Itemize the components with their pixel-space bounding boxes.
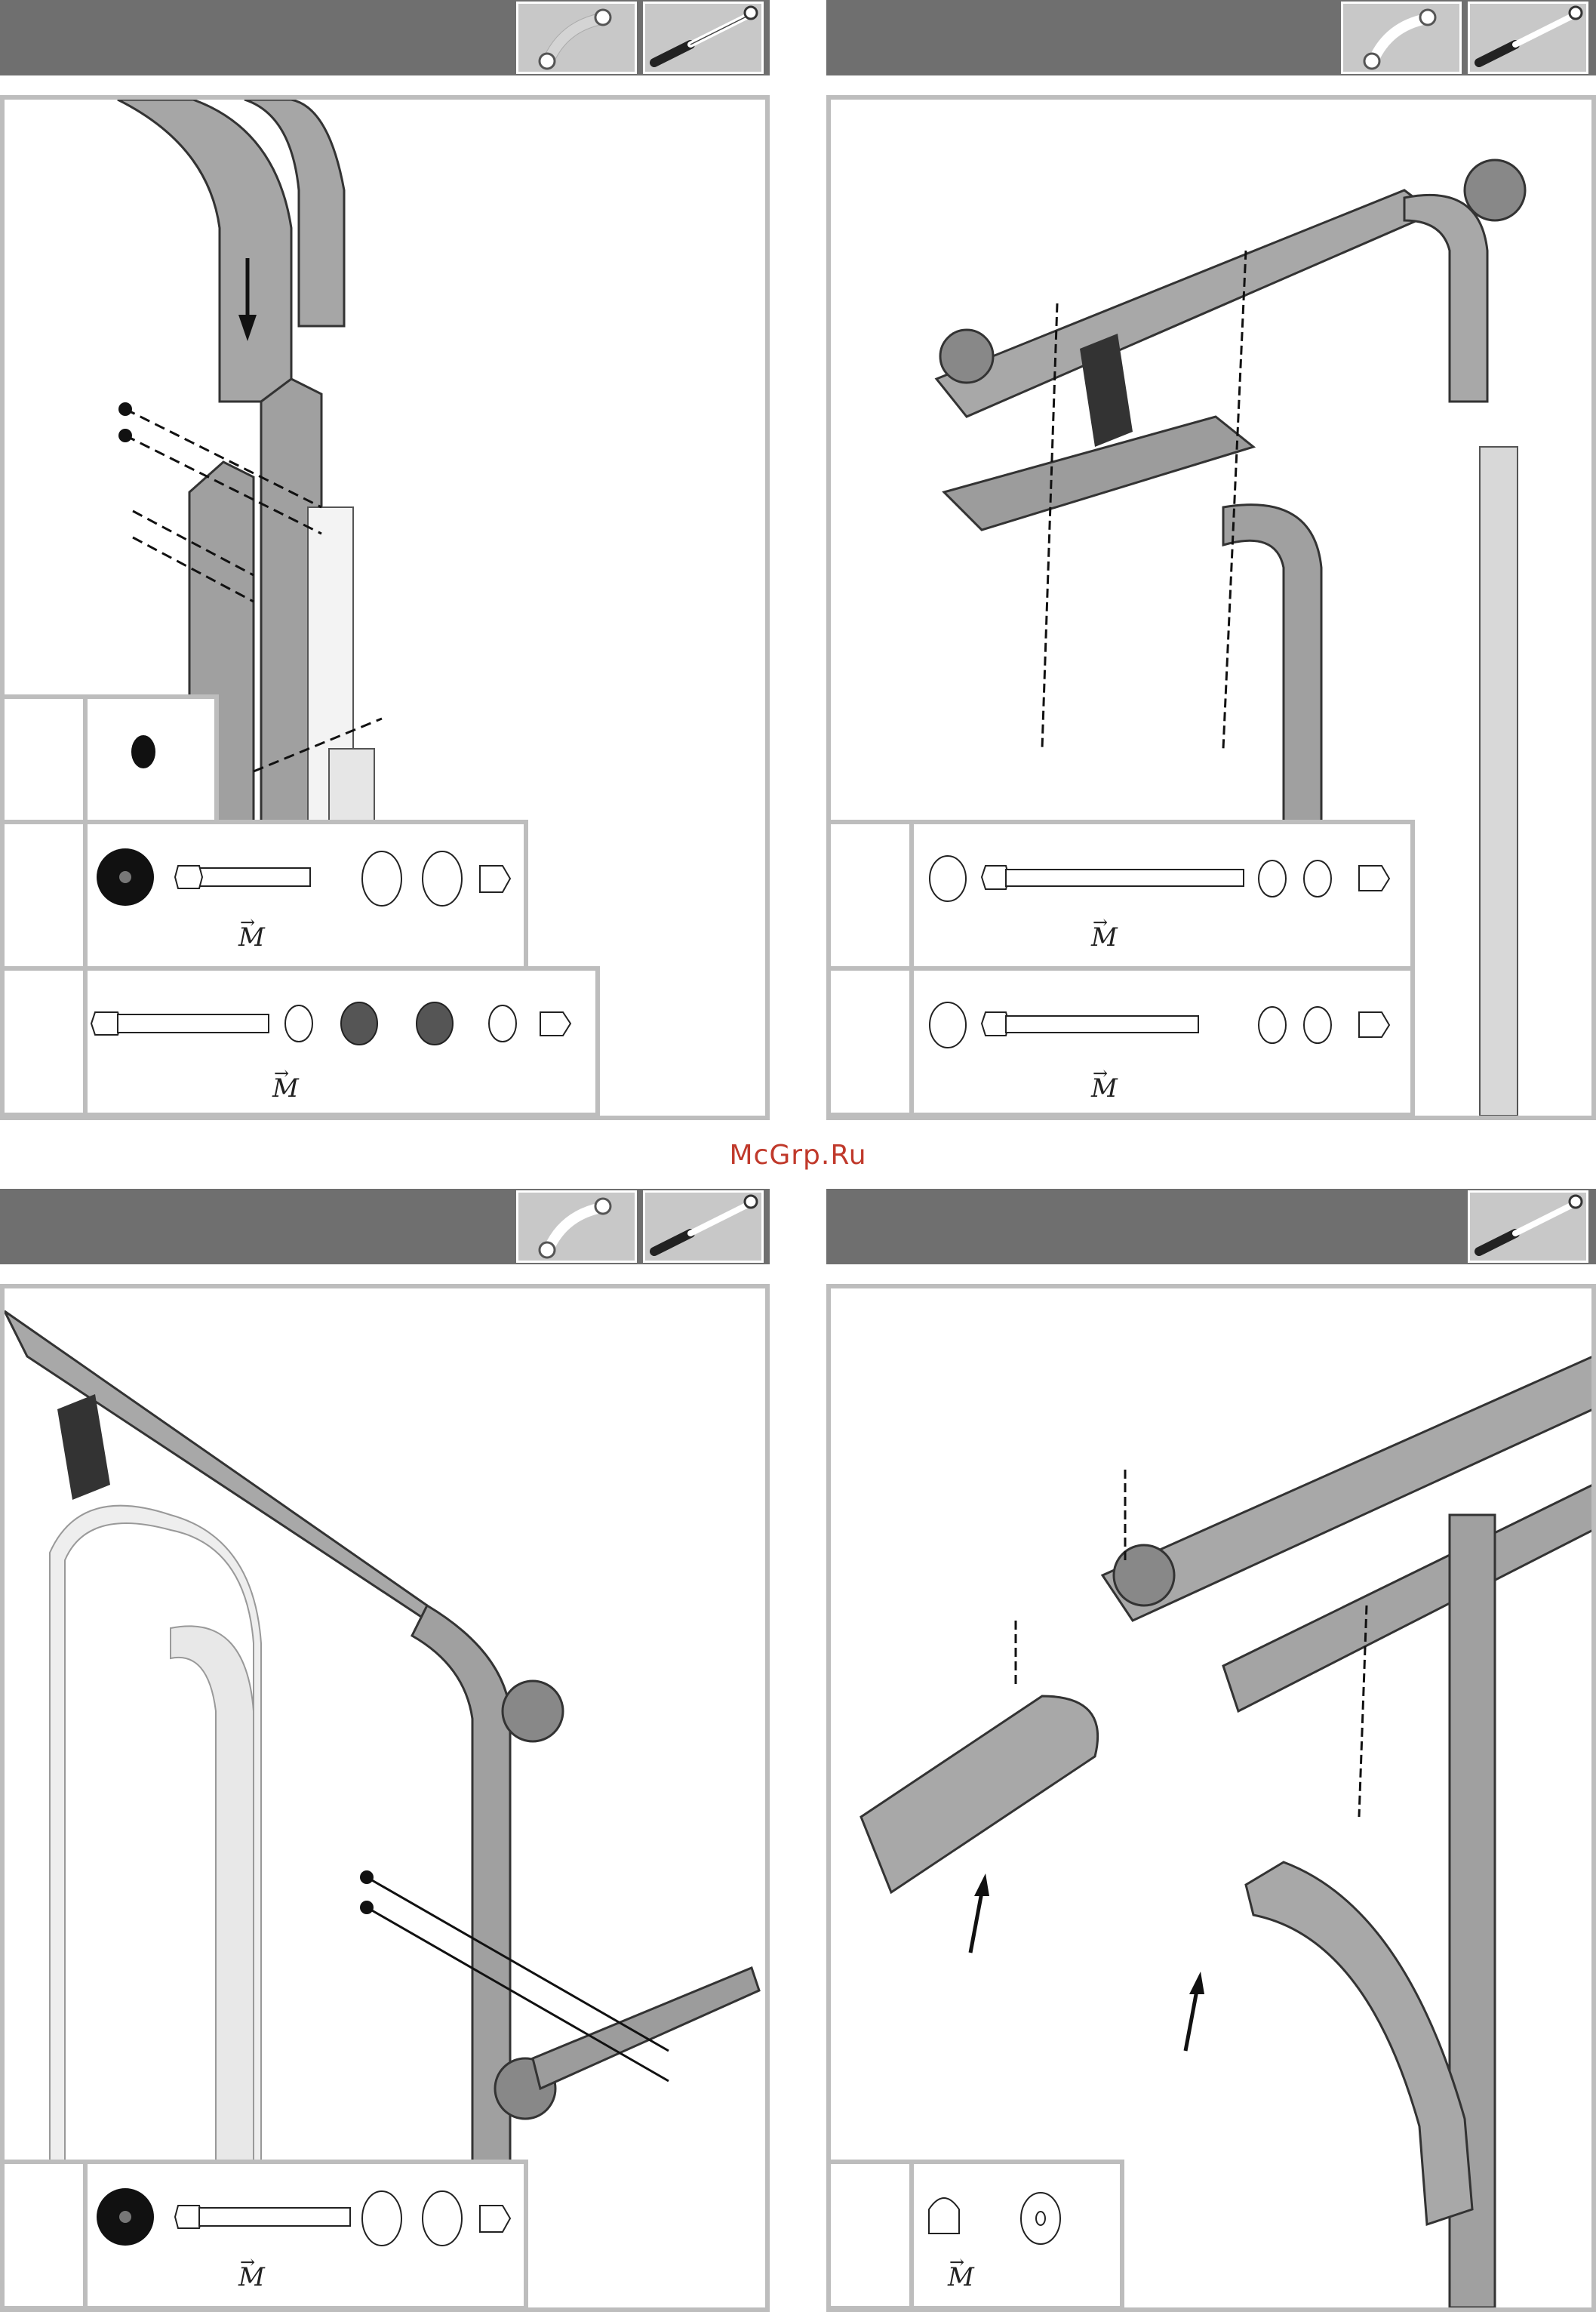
washer-icon — [1304, 860, 1331, 897]
vector-arrow-icon: → — [274, 1063, 289, 1084]
hardware-row-icons — [5, 971, 597, 1114]
step-panel-bottom-left: M→ — [0, 1189, 770, 2310]
cap-nut-icon — [1359, 1012, 1389, 1037]
hardware-label: M→ — [272, 1073, 299, 1104]
torque-wrench-tool-box — [643, 2, 764, 74]
cap-nut-icon — [540, 1012, 570, 1036]
hardware-row-icons — [5, 824, 525, 968]
wrench-icon — [518, 1193, 635, 1261]
assembly-illustration — [826, 1284, 1596, 2312]
hardware-label: M→ — [238, 2262, 265, 2292]
spacer-icon — [341, 1002, 377, 1045]
cap-nut-icon — [480, 866, 510, 892]
cap-nut-icon — [929, 2198, 959, 2233]
step-panel-bottom-right: M→ — [826, 1189, 1596, 2310]
wrench-tool-box — [516, 1190, 637, 1263]
hardware-box-1: M→ — [0, 2160, 528, 2310]
vector-arrow-icon: → — [1093, 1063, 1108, 1084]
bolt-icon — [1006, 870, 1244, 886]
washer-icon — [423, 851, 462, 906]
hardware-box-2: M→ — [0, 966, 600, 1117]
hardware-row-icons — [831, 971, 1412, 1114]
step-panel-top-left: M→ M→ — [0, 0, 770, 1125]
hardware-label: M→ — [1091, 922, 1118, 953]
washer-icon — [1304, 1007, 1331, 1043]
cap-nut-icon — [1359, 866, 1389, 891]
spacer-icon — [930, 856, 966, 901]
wrench-icon — [518, 4, 635, 72]
vector-arrow-icon: → — [240, 2252, 255, 2273]
end-cap-icon — [5, 699, 216, 827]
step-panel-top-right: M→ M→ — [826, 0, 1596, 1125]
hardware-label: M→ — [238, 922, 265, 953]
vector-arrow-icon: → — [240, 912, 255, 933]
cap-nut-icon — [480, 2206, 510, 2232]
vector-arrow-icon: → — [1093, 912, 1108, 933]
washer-icon — [1259, 1007, 1286, 1043]
vector-arrow-icon: → — [949, 2252, 964, 2273]
spacer-icon — [417, 1002, 453, 1045]
wrench-tool-box — [516, 2, 637, 74]
torque-wrench-icon — [645, 4, 761, 72]
spacer-icon — [930, 1002, 966, 1048]
watermark-text: McGrp.Ru — [0, 1140, 1596, 1171]
washer-icon — [285, 1005, 312, 1042]
hardware-row-icons — [5, 2164, 525, 2307]
washer-icon — [423, 2191, 462, 2246]
torque-wrench-icon — [1470, 1193, 1586, 1261]
hardware-box-1: M→ — [826, 2160, 1124, 2310]
washer-icon — [489, 1005, 516, 1042]
hardware-box-1: M→ — [0, 820, 528, 971]
bolt-icon — [199, 2208, 350, 2226]
cap-parts-box — [0, 694, 219, 830]
hardware-row-icons — [831, 2164, 1121, 2307]
torque-wrench-icon — [645, 1193, 761, 1261]
bolt-icon — [1006, 1016, 1198, 1033]
torque-wrench-tool-box — [643, 1190, 764, 1263]
bolt-icon — [197, 868, 310, 886]
wrench-icon — [1343, 4, 1459, 72]
hardware-box-2: M→ — [826, 966, 1415, 1117]
bolt-icon — [118, 1014, 269, 1033]
torque-wrench-tool-box — [1468, 1190, 1588, 1263]
hardware-box-1: M→ — [826, 820, 1415, 971]
washer-icon — [362, 851, 401, 906]
washer-icon — [1259, 860, 1286, 897]
hardware-label: M→ — [1091, 1073, 1118, 1104]
washer-icon — [362, 2191, 401, 2246]
hardware-label: M→ — [948, 2262, 974, 2292]
hardware-row-icons — [831, 824, 1412, 968]
wrench-tool-box — [1341, 2, 1462, 74]
torque-wrench-icon — [1470, 4, 1586, 72]
torque-wrench-tool-box — [1468, 2, 1588, 74]
assembly-illustration — [0, 1284, 770, 2312]
